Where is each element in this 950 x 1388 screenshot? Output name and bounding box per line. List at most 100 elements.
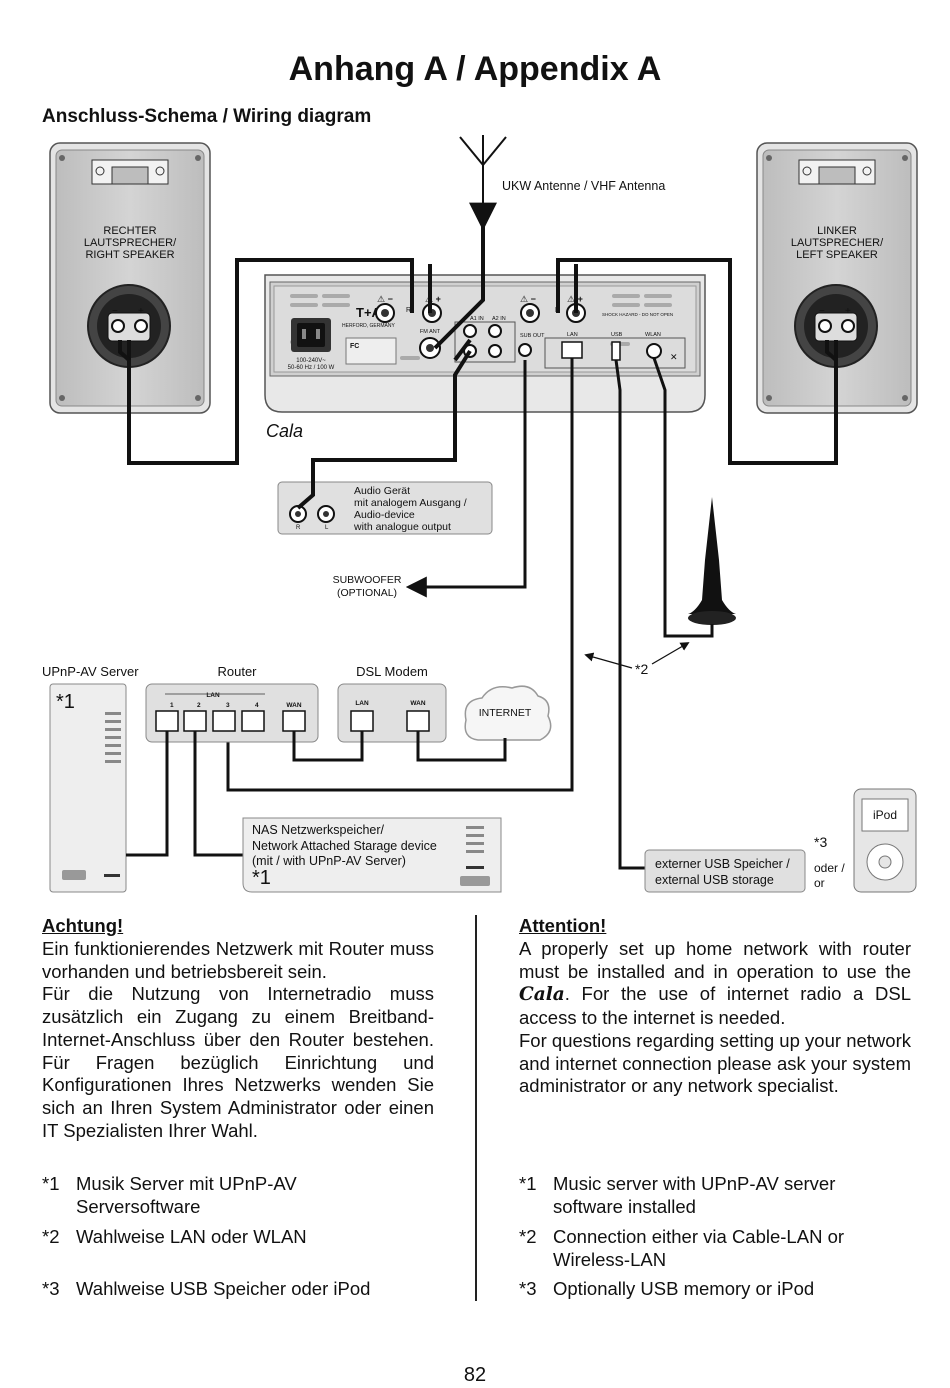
- internet-cloud: INTERNET: [464, 685, 552, 741]
- left-speaker-label-3: LEFT SPEAKER: [796, 249, 878, 261]
- right-speaker-label-1: RECHTER: [103, 225, 156, 237]
- modem-wan-label: WAN: [410, 700, 425, 707]
- router-port-2: 2: [197, 702, 201, 709]
- english-heading: Attention!: [519, 915, 607, 936]
- router-port-4: 4: [255, 702, 259, 709]
- sub-out-label: SUB OUT: [520, 333, 545, 339]
- audio-l-label: L: [325, 525, 329, 531]
- wlan-note: *2: [635, 661, 648, 677]
- audio-device-label-2: mit analogem Ausgang /: [354, 497, 467, 509]
- shock-warning: SHOCK HAZARD - DO NOT OPEN: [602, 312, 673, 317]
- nas-note: *1: [252, 867, 271, 889]
- cala-rear-panel: 100-240V~ 50-60 Hz / 100 W T+A HERFORD, …: [264, 274, 706, 413]
- router-wan-label: WAN: [286, 702, 301, 709]
- audio-device: R L Audio Gerät mit analogem Ausgang / A…: [277, 481, 493, 535]
- subwoofer-label-2: (OPTIONAL): [337, 587, 397, 599]
- fm-ant-label: FM ANT: [420, 329, 441, 335]
- german-paragraph-2: Für die Nutzung von Internetradio muss z…: [42, 983, 434, 1141]
- footnote-text: Optionally USB memory or iPod: [553, 1278, 815, 1299]
- power-label-2: 50-60 Hz / 100 W: [288, 365, 335, 371]
- svg-text:−: −: [819, 306, 825, 317]
- router-port-3: 3: [226, 702, 230, 709]
- audio-device-label-1: Audio Gerät: [354, 485, 410, 497]
- usb-storage: externer USB Speicher / external USB sto…: [644, 849, 806, 893]
- svg-text:✕: ✕: [670, 352, 678, 362]
- english-paragraph-1-end: . For the use of internet radio a DSL ac…: [519, 983, 911, 1029]
- panel-lan-label: LAN: [567, 332, 578, 338]
- svg-text:+: +: [138, 306, 144, 317]
- panel-wlan-label: WLAN: [645, 332, 661, 338]
- english-paragraph-1-start: A properly set up home network with rout…: [519, 938, 911, 982]
- audio-cable: [296, 349, 472, 510]
- antenna-label: UKW Antenne / VHF Antenna: [502, 179, 665, 193]
- german-notes: Achtung! Ein funktionierendes Netzwerk m…: [42, 914, 434, 1142]
- speaker-cables: [118, 258, 838, 465]
- wlan-cable: [652, 357, 714, 638]
- english-paragraph-1: A properly set up home network with rout…: [519, 938, 911, 1030]
- svg-text:⚠ −: ⚠ −: [520, 294, 536, 304]
- router: LAN 1 2 3 4 WAN: [145, 683, 319, 743]
- dsl-modem-label: DSL Modem: [356, 664, 428, 679]
- page-number: 82: [463, 1364, 487, 1386]
- wiring-diagram: RECHTER LAUTSPRECHER/ RIGHT SPEAKER − + …: [42, 135, 918, 893]
- nas-label-3: (mit / with UPnP-AV Server): [252, 854, 406, 868]
- subwoofer-cable: [405, 360, 527, 598]
- server-note: *1: [56, 691, 75, 713]
- audio-device-label-3: Audio-device: [354, 509, 415, 521]
- usb-storage-label-1: externer USB Speicher /: [655, 857, 790, 871]
- footnote-text: Music server with UPnP-AV server softwar…: [553, 1173, 836, 1217]
- right-speaker-label-3: RIGHT SPEAKER: [85, 249, 174, 261]
- footnote-number: *3: [519, 1278, 537, 1299]
- svg-text:⚠ +: ⚠ +: [425, 294, 441, 304]
- footnote-text: Musik Server mit UPnP-AV Serversoftware: [76, 1173, 297, 1217]
- german-paragraph-1: Ein funktionierendes Netzwerk mit Router…: [42, 938, 434, 982]
- network-cables: [126, 731, 507, 857]
- a1-in-label: A1 IN: [470, 316, 484, 322]
- modem-lan-label: LAN: [355, 700, 369, 707]
- left-speaker-label-2: LAUTSPRECHER/: [791, 237, 884, 249]
- footnote-number: *2: [519, 1226, 537, 1247]
- router-port-1: 1: [170, 702, 174, 709]
- svg-text:−: −: [112, 306, 118, 317]
- column-divider: [475, 915, 477, 1301]
- subwoofer-label-1: SUBWOOFER: [333, 574, 402, 586]
- dsl-modem: LAN WAN: [337, 683, 447, 743]
- brand-logo: T+A: [356, 305, 382, 320]
- footnote-text: Connection either via Cable-LAN or Wirel…: [553, 1226, 845, 1270]
- footnote-number: *1: [42, 1173, 60, 1194]
- footnote-number: *2: [42, 1226, 60, 1247]
- english-paragraph-2: For questions regarding setting up your …: [519, 1029, 911, 1097]
- nas-label-2: Network Attached Starage device: [252, 839, 437, 853]
- svg-text:FC: FC: [350, 343, 359, 350]
- usb-cable: [614, 359, 645, 870]
- ipod-label: iPod: [873, 808, 897, 822]
- vhf-antenna: [459, 135, 507, 210]
- upnp-server: *1: [49, 683, 127, 893]
- audio-r-label: R: [296, 525, 301, 531]
- router-label: Router: [217, 664, 257, 679]
- diagram-subtitle: Anschluss-Schema / Wiring diagram: [42, 106, 372, 127]
- svg-text:R: R: [406, 307, 411, 314]
- right-speaker-label-2: LAUTSPRECHER/: [84, 237, 177, 249]
- brand-city: HERFORD, GERMANY: [342, 323, 395, 329]
- left-speaker-label-1: LINKER: [817, 225, 857, 237]
- or-label-2: or: [814, 876, 825, 890]
- usb-note: *3: [814, 834, 827, 850]
- wlan-antenna: [688, 497, 736, 625]
- lan-cable: [226, 358, 574, 792]
- antenna-cable: [433, 202, 497, 350]
- nas-label-1: NAS Netzwerkspeicher/: [252, 823, 385, 837]
- cala-inline-brand: Cala: [519, 984, 565, 1006]
- or-label-1: oder /: [814, 861, 845, 875]
- internet-label: INTERNET: [479, 707, 532, 719]
- ipod-device: iPod: [853, 788, 917, 893]
- english-notes: Attention! A properly set up home networ…: [519, 914, 911, 1098]
- cala-brand-mark: Cala: [266, 421, 303, 441]
- panel-usb-label: USB: [611, 332, 623, 338]
- footnote-number: *1: [519, 1173, 537, 1194]
- a2-in-label: A2 IN: [492, 316, 506, 322]
- usb-storage-label-2: external USB storage: [655, 873, 774, 887]
- svg-text:+: +: [845, 306, 851, 317]
- router-lan-label: LAN: [206, 692, 220, 699]
- upnp-server-label: UPnP-AV Server: [42, 664, 139, 679]
